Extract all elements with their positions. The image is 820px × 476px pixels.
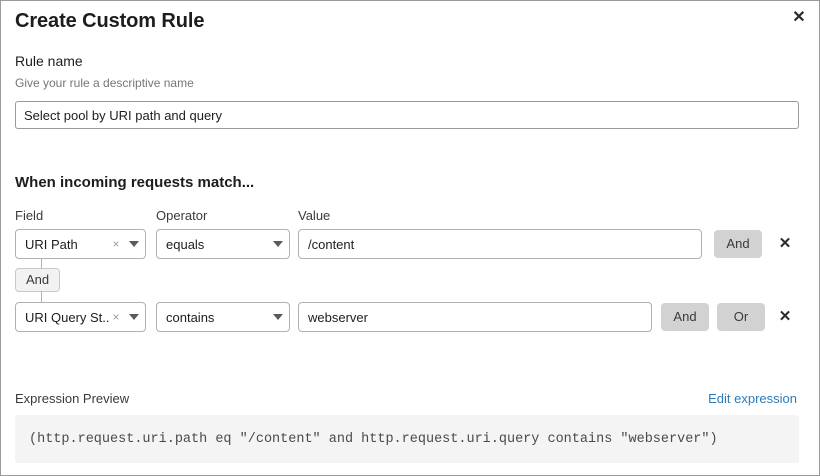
close-icon[interactable]: ✕ [792,9,806,26]
condition-row: URI Path × equals And ✕ [1,229,820,259]
operator-select-2-value: contains [166,309,215,325]
and-button-1[interactable]: And [714,230,762,258]
value-input-1[interactable] [298,229,702,259]
remove-condition-icon-1[interactable]: ✕ [778,234,792,252]
clear-icon[interactable]: × [112,310,120,324]
expression-preview-label: Expression Preview [15,391,130,406]
chevron-down-icon[interactable] [123,241,145,247]
rule-name-help-text: Give your rule a descriptive name [15,76,194,90]
connector-line-top [41,259,42,269]
chevron-down-icon[interactable] [267,241,289,247]
field-select-2[interactable]: URI Query St... × [15,302,146,332]
column-header-operator: Operator [156,208,208,223]
expression-preview-box: (http.request.uri.path eq "/content" and… [15,415,799,463]
edit-expression-link[interactable]: Edit expression [708,391,797,406]
remove-condition-icon-2[interactable]: ✕ [778,307,792,325]
column-header-value: Value [298,208,331,223]
column-header-field: Field [15,208,44,223]
expression-preview-code: (http.request.uri.path eq "/content" and… [29,431,718,447]
or-button-2[interactable]: Or [717,303,765,331]
and-button-2[interactable]: And [661,303,709,331]
operator-select-1-value: equals [166,236,205,252]
operator-select-1[interactable]: equals [156,229,290,259]
chevron-down-icon[interactable] [267,314,289,320]
connector-line-bottom [41,291,42,302]
field-select-1-value: URI Path [25,236,78,252]
value-input-2[interactable] [298,302,652,332]
rule-name-input[interactable] [15,101,799,129]
match-section-heading: When incoming requests match... [15,174,255,191]
chevron-down-icon[interactable] [123,314,145,320]
operator-select-2[interactable]: contains [156,302,290,332]
rule-name-label: Rule name [15,53,83,69]
connector-and-badge[interactable]: And [15,268,61,292]
field-select-1[interactable]: URI Path × [15,229,146,259]
clear-icon[interactable]: × [112,237,120,251]
field-select-2-value: URI Query St... [25,309,109,325]
dialog-title: Create Custom Rule [15,10,205,32]
condition-row: URI Query St... × contains And Or ✕ [1,302,820,332]
